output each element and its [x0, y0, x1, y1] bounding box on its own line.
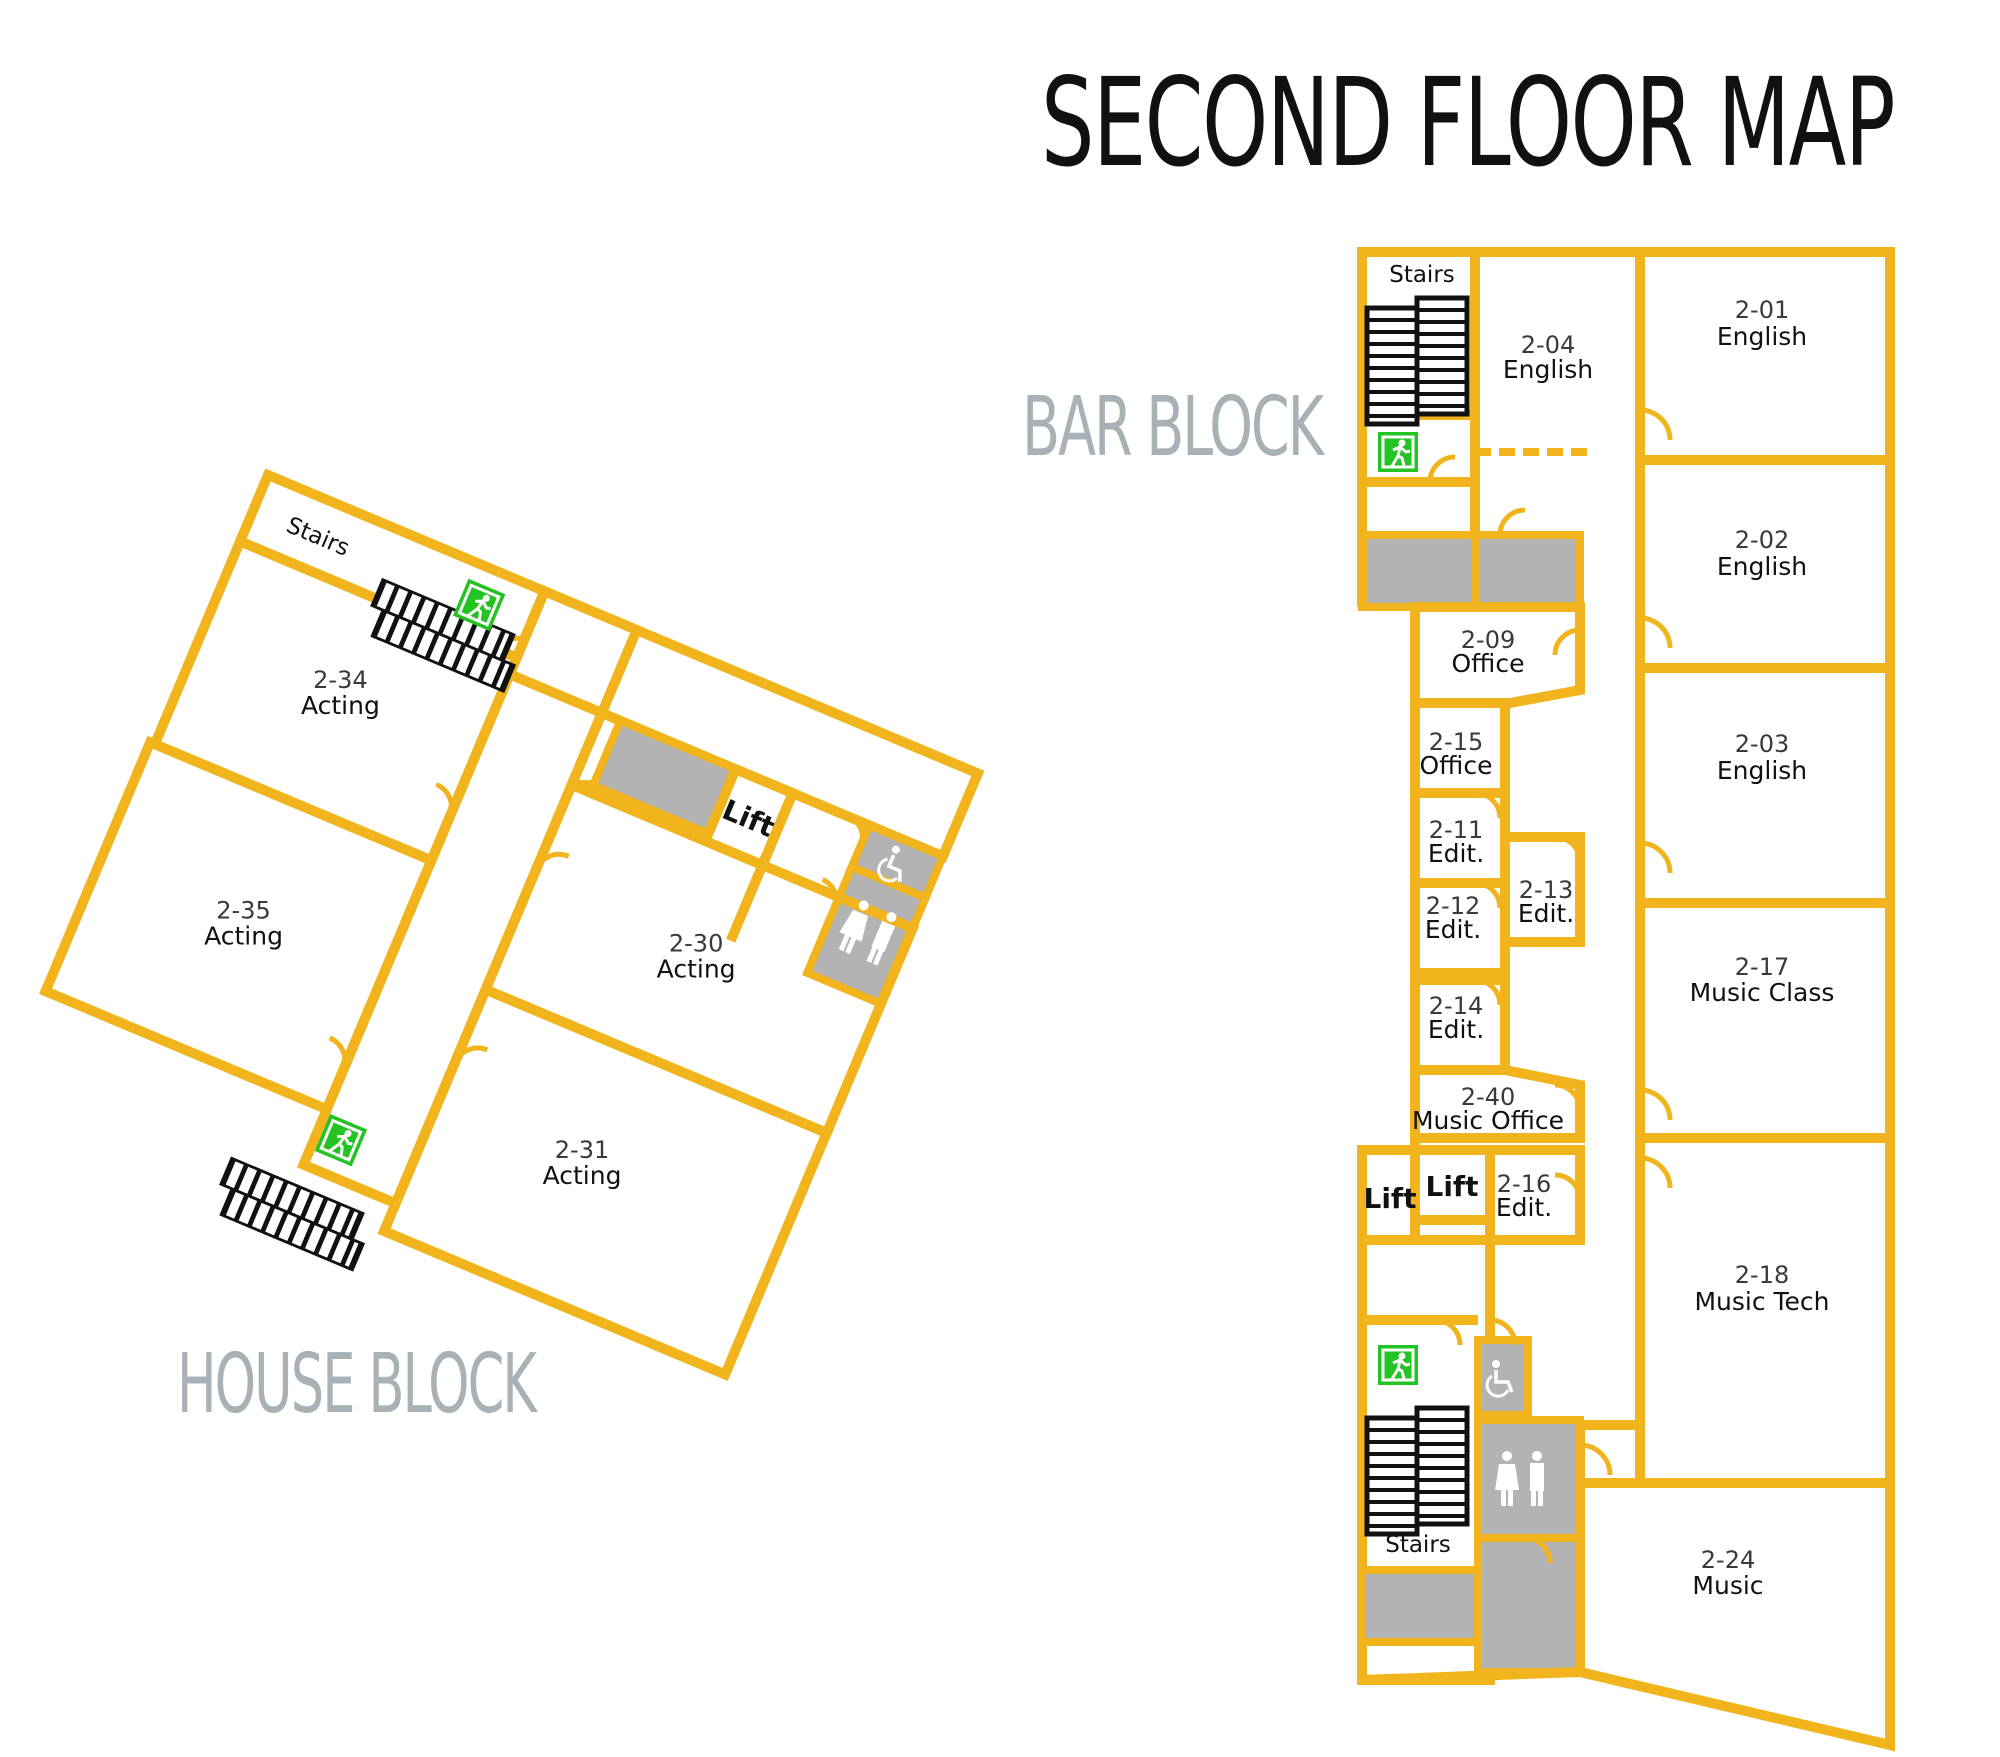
room-2-40: [1410, 1065, 1585, 1143]
map-title: SECOND FLOOR MAP: [1041, 52, 1894, 194]
room-name: Acting: [301, 691, 380, 720]
room-name: English: [1717, 322, 1807, 351]
room-name: Acting: [204, 921, 283, 950]
room-2-24: [1575, 1478, 1895, 1752]
room-number: 2-03: [1735, 730, 1789, 758]
room-number: 2-04: [1521, 331, 1575, 359]
lift-label-left: Lift: [1363, 1182, 1416, 1215]
room-number: 2-15: [1429, 728, 1483, 756]
room-number: 2-11: [1429, 816, 1483, 844]
room-name: Music Class: [1690, 978, 1835, 1007]
room-number: 2-14: [1429, 992, 1483, 1020]
house-block-label: HOUSE BLOCK: [177, 1337, 538, 1432]
room-2-03: [1635, 663, 1895, 908]
room-name: English: [1503, 355, 1593, 384]
room-name: Acting: [543, 1161, 622, 1190]
room-name: Office: [1420, 751, 1493, 780]
bar-block: Stairs Stairs Lift Lift 2-01 English 2-0…: [1357, 247, 1895, 1752]
room-number: 2-34: [313, 666, 367, 694]
room-name: Music: [1692, 1571, 1763, 1600]
room-number: 2-09: [1461, 626, 1515, 654]
room-name: Music Office: [1412, 1106, 1564, 1135]
room-number: 2-12: [1426, 892, 1480, 920]
room-name: Edit.: [1428, 839, 1484, 868]
room-name: Music Tech: [1694, 1287, 1829, 1316]
room-number: 2-01: [1735, 296, 1789, 324]
room-number: 2-18: [1735, 1261, 1789, 1289]
room-name: Office: [1452, 649, 1525, 678]
room-number: 2-40: [1461, 1083, 1515, 1111]
room-number: 2-24: [1701, 1546, 1755, 1574]
room-name: English: [1717, 552, 1807, 581]
room-name: Acting: [657, 954, 736, 983]
room-name: Edit.: [1518, 899, 1574, 928]
room-number: 2-30: [669, 929, 723, 957]
stairs-icon: [1367, 298, 1467, 424]
room-number: 2-17: [1735, 953, 1789, 981]
stairs-icon: [212, 1159, 373, 1269]
room-2-01: [1635, 247, 1895, 465]
room-name: Edit.: [1496, 1193, 1552, 1222]
emergency-exit-icon: [1376, 430, 1420, 474]
room-number: 2-13: [1519, 876, 1573, 904]
room-2-17: [1635, 898, 1895, 1143]
room-number: 2-35: [216, 896, 270, 924]
room-name: Edit.: [1425, 915, 1481, 944]
room-number: 2-31: [555, 1136, 609, 1164]
lift-label-right: Lift: [1425, 1170, 1478, 1203]
emergency-exit-icon: [1376, 1343, 1420, 1387]
room-2-31: [377, 982, 834, 1381]
stairs-icon: [1367, 1408, 1467, 1534]
stairs-label: Stairs: [283, 512, 354, 561]
stairs-label-bottom: Stairs: [1385, 1532, 1451, 1558]
bar-block-label: BAR BLOCK: [1022, 380, 1326, 475]
room-number: 2-16: [1497, 1170, 1551, 1198]
stair-core-top: [1357, 247, 1480, 487]
stairs-label-top: Stairs: [1389, 262, 1455, 288]
room-2-09: [1410, 602, 1585, 708]
room-name: Edit.: [1428, 1015, 1484, 1044]
house-block: Stairs Lift 2-34 Acting 2-35 Acting 2-30…: [39, 468, 985, 1381]
room-number: 2-02: [1735, 526, 1789, 554]
room-name: English: [1717, 756, 1807, 785]
